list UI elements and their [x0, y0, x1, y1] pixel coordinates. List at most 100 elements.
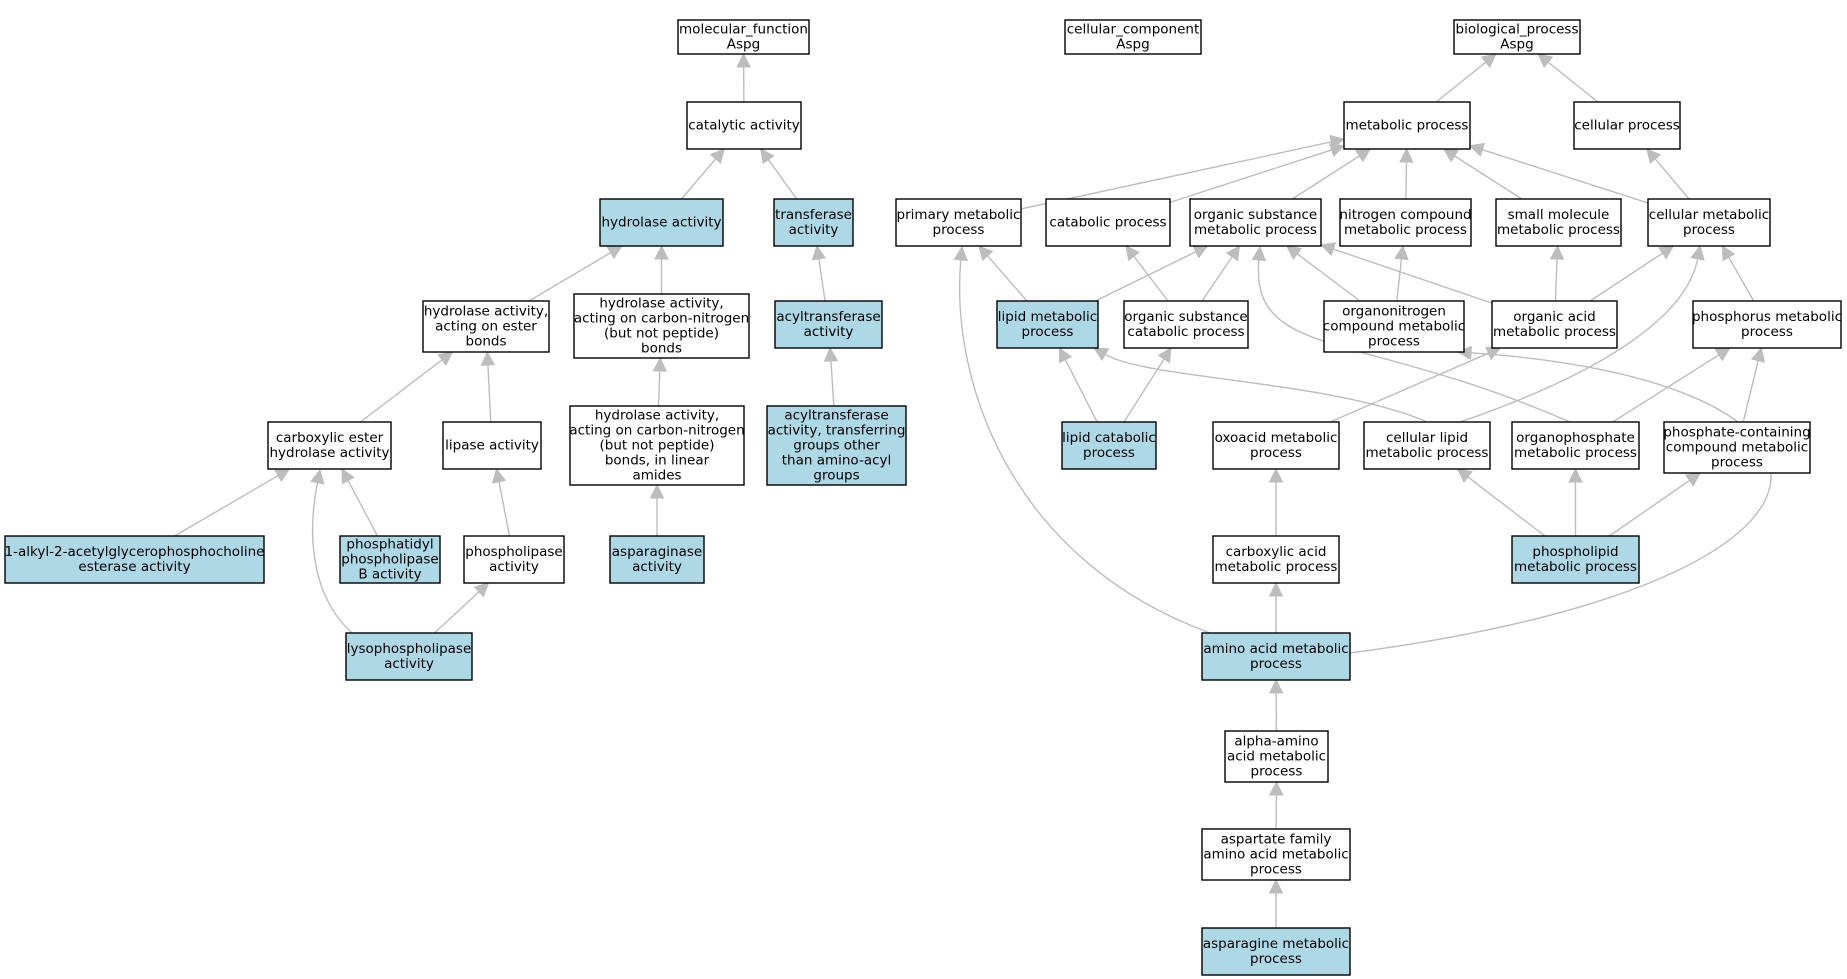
- term-box: [609, 535, 705, 584]
- edge-phospholipid-to-cell_lipid: [1456, 468, 1546, 537]
- edge-line: [1459, 258, 1699, 423]
- edge-line: [1435, 61, 1487, 103]
- term-box: [1453, 19, 1581, 55]
- edge-cellular_proc-to-bp: [1537, 53, 1599, 103]
- term-box: [1212, 535, 1340, 584]
- term-node-catalytic[interactable]: catalytic activity: [686, 101, 802, 150]
- edge-org_subst-to-metabolic: [1291, 148, 1372, 200]
- term-label-line: esterase activity: [78, 559, 190, 575]
- term-label-line: hydrolase activity,: [424, 304, 548, 320]
- edge-line: [1482, 149, 1649, 204]
- term-label-line: bonds, in linear: [605, 453, 710, 469]
- term-label-line: compound metabolic: [1323, 319, 1465, 335]
- edge-arrowhead: [1058, 347, 1073, 364]
- edge-hydro_cn-to-hydrolase: [654, 244, 669, 294]
- edge-phosphorus-to-cell_metab: [1721, 245, 1755, 302]
- term-label-line: carboxylic acid: [1226, 544, 1327, 560]
- term-label-line: process: [1250, 445, 1302, 461]
- edge-arrowhead: [273, 468, 291, 483]
- term-label-line: cellular process: [1574, 118, 1680, 134]
- term-node-catabolic[interactable]: catabolic process: [1045, 198, 1171, 247]
- edge-arrowhead: [649, 483, 665, 499]
- term-box: [1224, 730, 1329, 783]
- edge-line: [1064, 359, 1098, 423]
- edge-arrowhead: [760, 148, 775, 165]
- edge-org_subst_cat-to-catabolic: [1125, 245, 1169, 302]
- edge-arrowhead: [953, 245, 969, 262]
- term-label-line: organic substance: [1124, 309, 1247, 325]
- term-node-hydro-cn[interactable]: hydrolase activity,acting on carbon-nitr…: [573, 293, 750, 359]
- term-label-line: acyltransferase: [784, 408, 888, 424]
- term-label-line: B activity: [358, 567, 421, 583]
- term-node-lipase[interactable]: lipase activity: [442, 421, 542, 470]
- term-box: [1343, 101, 1471, 150]
- term-label-line: bonds: [466, 334, 507, 350]
- term-node-alkyl[interactable]: 1-alkyl-2-acetylglycerophosphocholineest…: [4, 535, 265, 584]
- term-label-line: aspartate family: [1221, 832, 1332, 848]
- term-box: [1573, 101, 1681, 150]
- edge-line: [359, 359, 443, 423]
- term-label-line: asparaginase: [612, 544, 702, 560]
- edge-hydro_cn_linear-to-hydro_cn: [652, 356, 668, 407]
- term-label-line: oxoacid metabolic: [1215, 430, 1338, 446]
- term-label-line: process: [1683, 222, 1735, 238]
- edge-arrowhead: [1721, 245, 1736, 262]
- term-label-line: than amino-acyl: [782, 453, 892, 469]
- edge-line: [1169, 149, 1332, 204]
- term-node-metabolic[interactable]: metabolic process: [1343, 101, 1471, 150]
- term-box: [1511, 421, 1640, 470]
- term-node-hydrolase[interactable]: hydrolase activity: [599, 198, 724, 247]
- edge-line: [174, 474, 279, 537]
- edge-cell_lipid-to-lipid_metab: [1093, 347, 1428, 423]
- edge-line: [818, 258, 826, 302]
- term-label-line: primary metabolic: [897, 207, 1021, 223]
- term-label-line: asparagine metabolic: [1203, 936, 1349, 952]
- edge-line: [1123, 358, 1165, 423]
- term-node-cellular-proc[interactable]: cellular process: [1573, 101, 1681, 150]
- term-box: [686, 101, 802, 150]
- term-label-line: (but not peptide): [604, 326, 719, 342]
- term-node-hydro-cn-linear[interactable]: hydrolase activity,acting on carbon-nitr…: [569, 405, 745, 486]
- term-label-line: acting on carbon-nitrogen: [569, 423, 744, 439]
- term-label-line: metabolic process: [1215, 559, 1338, 575]
- edge-small_mol-to-metabolic: [1442, 148, 1523, 200]
- edge-alkyl-to-carbox_ester: [174, 468, 291, 537]
- term-box: [1189, 198, 1322, 247]
- term-box: [766, 405, 907, 486]
